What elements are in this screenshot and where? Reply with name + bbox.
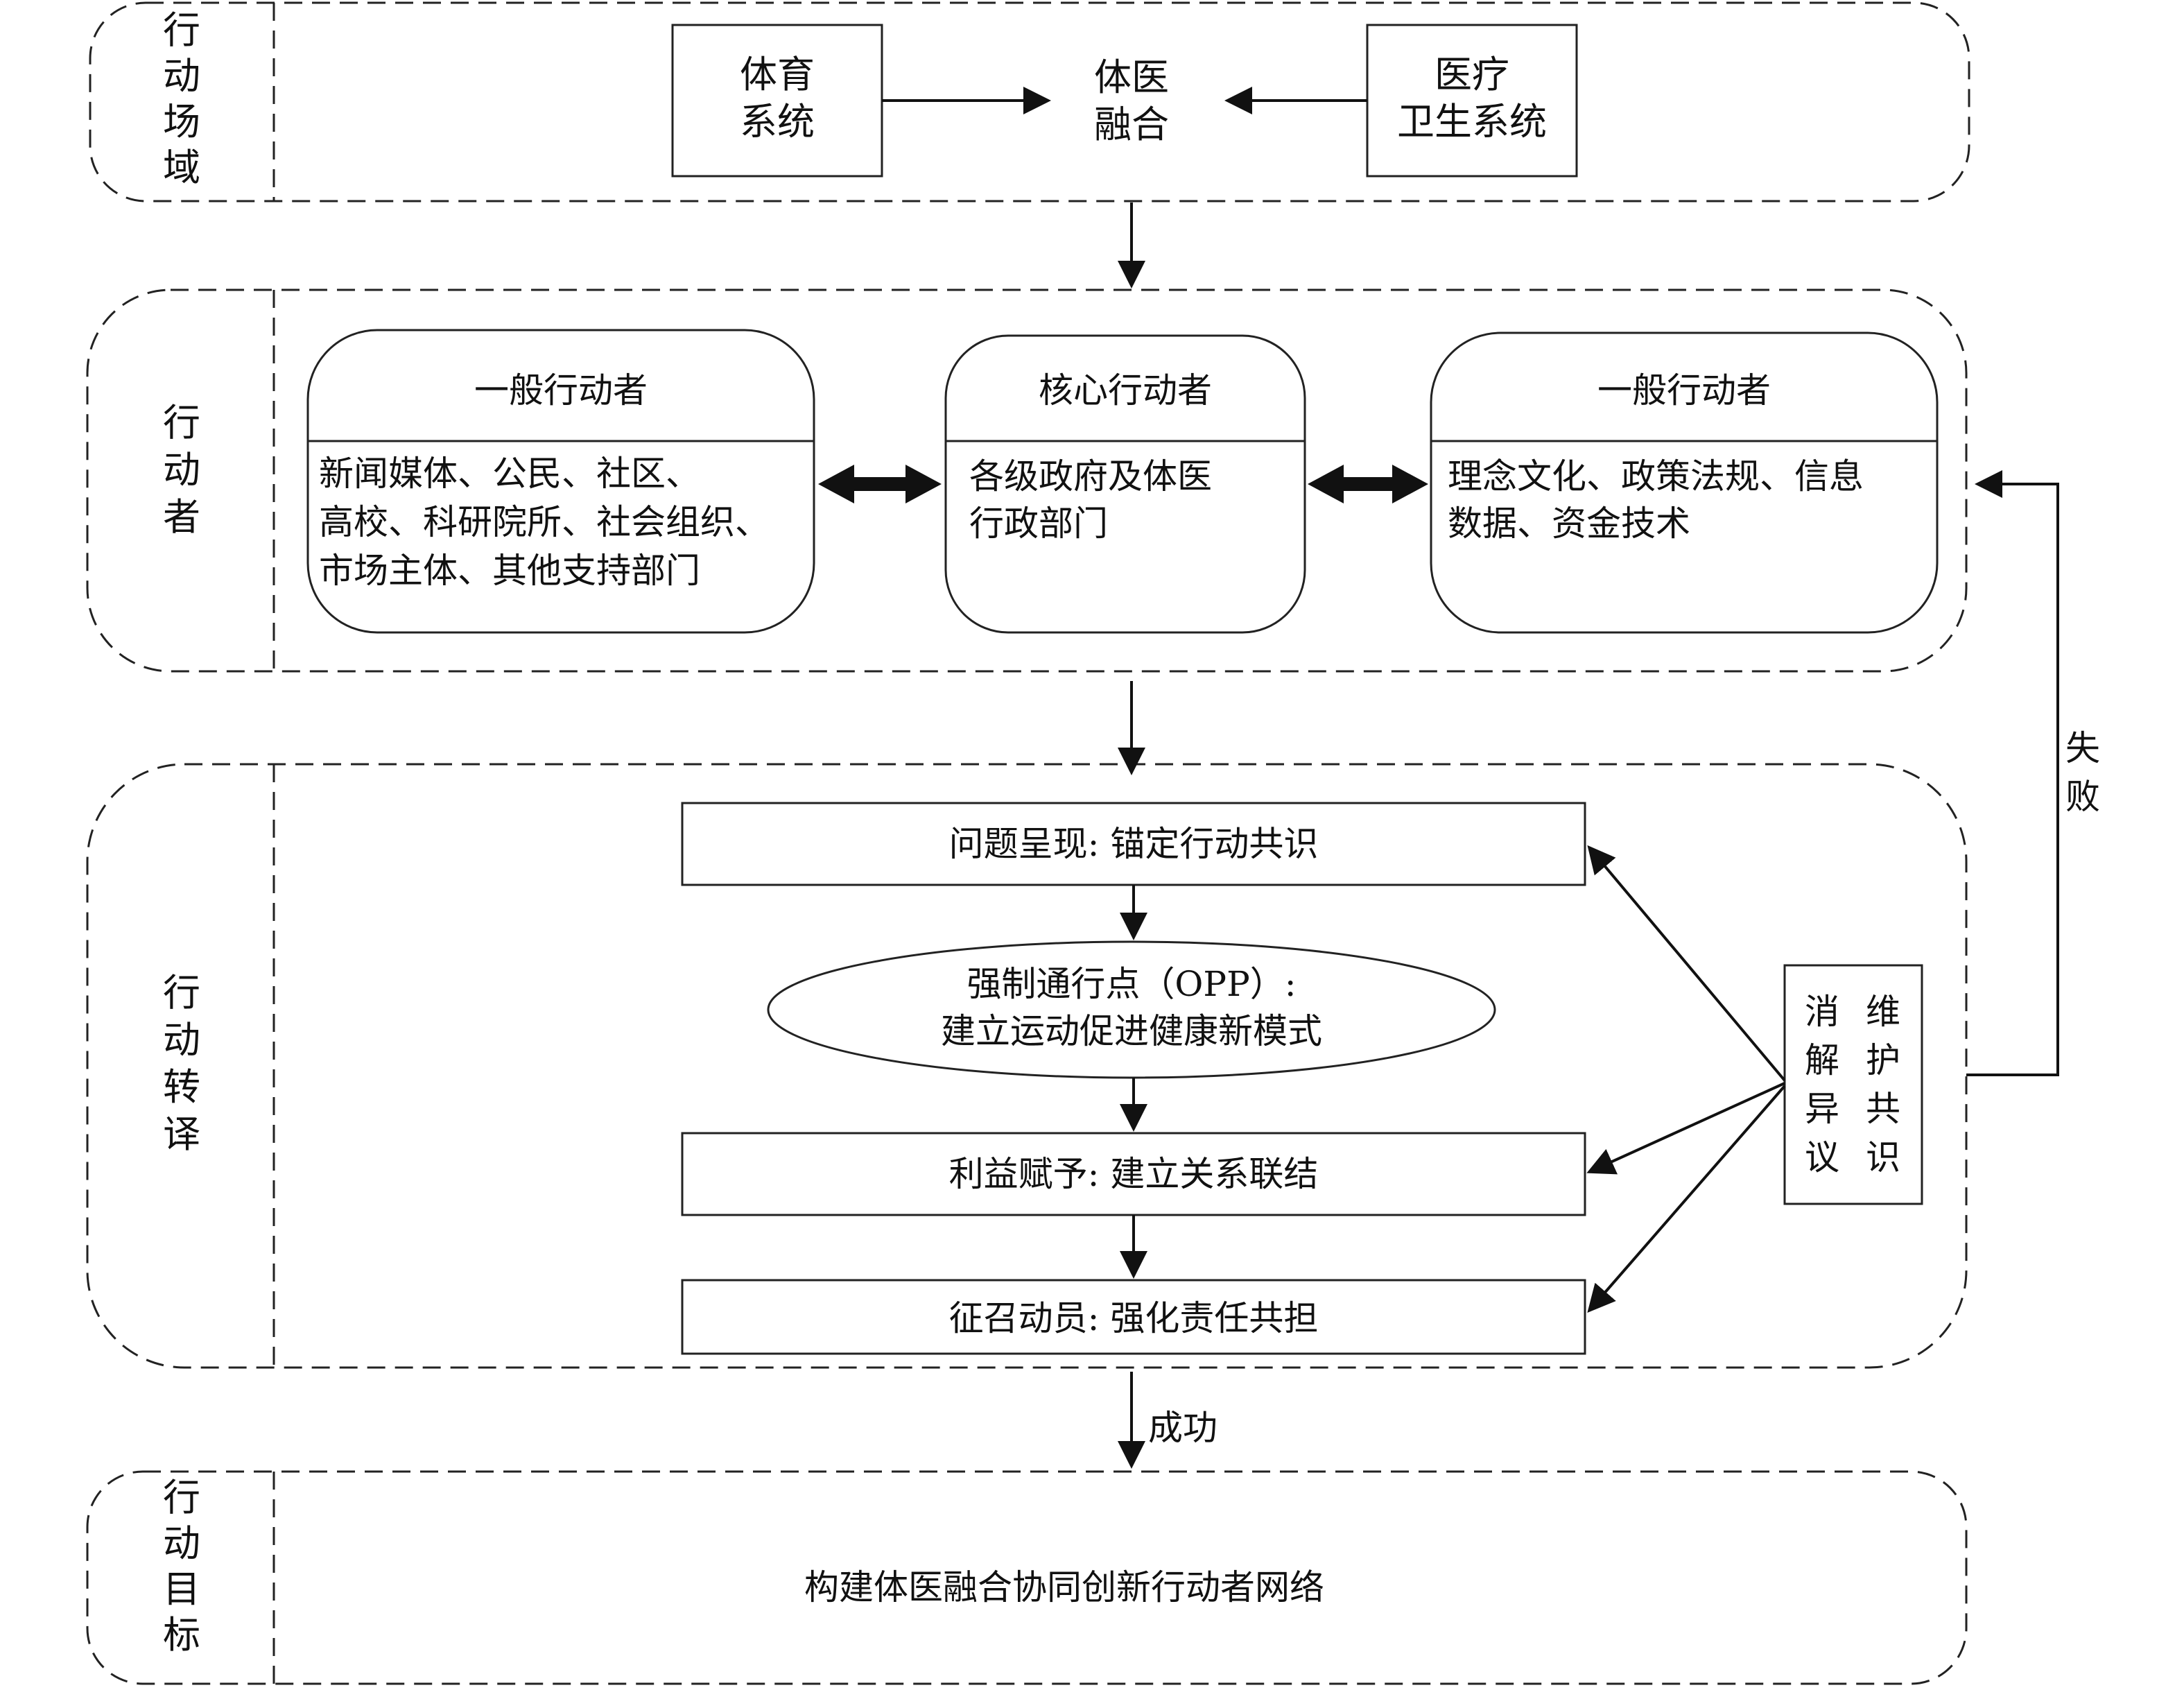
general-actors-left-line: 市场主体、其他支持部门 [319, 551, 700, 591]
general-actors-left-box [306, 329, 815, 634]
core-actors-line: 行政部门 [969, 503, 1108, 544]
opp-label: 建立运动促进健康新模式 [941, 1011, 1322, 1051]
goal-text: 构建体医融合协同创新行动者网络 [804, 1567, 1324, 1607]
zone-field-label-char: 动 [163, 54, 200, 98]
general-actors-left-line: 高校、科研院所、社会组织、 [319, 502, 770, 542]
problem-label: 问题呈现: 锚定行动共识 [949, 824, 1319, 864]
consensus-char: 异 [1805, 1089, 1839, 1129]
zone-goal-frame [86, 1470, 1968, 1685]
health-system-label: 医疗 [1435, 53, 1509, 96]
fusion-label: 融合 [1094, 103, 1169, 146]
core-right-double-arrow [1308, 465, 1428, 503]
zone-goal-label-char: 目 [163, 1567, 200, 1611]
zone-actors-label-char: 者 [163, 495, 200, 539]
interest-box [681, 1132, 1586, 1216]
consensus-char: 护 [1866, 1040, 1900, 1080]
zone-field-label-char: 场 [163, 100, 200, 144]
sports-system-label: 体育 [740, 53, 815, 96]
consensus-char: 维 [1866, 992, 1900, 1032]
fusion-label: 体医 [1094, 55, 1169, 99]
left-core-double-arrow [818, 465, 942, 503]
consensus-char: 消 [1805, 992, 1839, 1032]
consensus-char: 识 [1866, 1137, 1900, 1178]
failure-feedback-arrow [1966, 470, 2059, 1076]
opp-ellipse [767, 940, 1496, 1079]
failure-label: 败 [2065, 777, 2100, 817]
general-actors-left-title: 一般行动者 [474, 370, 648, 411]
general-actors-right-line: 数据、资金技术 [1448, 503, 1690, 544]
general-actors-left-line: 新闻媒体、公民、社区、 [319, 454, 700, 494]
failure-label: 失 [2065, 728, 2100, 768]
success-label: 成功 [1148, 1408, 1217, 1448]
problem-box [681, 802, 1586, 886]
consensus-to-mobilize-arrow [1587, 1085, 1786, 1313]
zone-goal-label-char: 标 [163, 1613, 200, 1657]
zone-translation-label-char: 动 [163, 1018, 200, 1062]
general-actors-right-line: 理念文化、政策法规、信息 [1448, 456, 1864, 497]
zone-field-frame [89, 1, 1970, 202]
consensus-to-interest-arrow [1586, 1082, 1785, 1175]
opp-label: 强制通行点（OPP）: [967, 964, 1296, 1004]
consensus-to-problem-arrow [1587, 845, 1786, 1082]
core-actors-title: 核心行动者 [1039, 370, 1212, 411]
zone-translation-label-char: 译 [163, 1112, 200, 1156]
zone-translation-label-char: 行 [163, 971, 200, 1015]
general-actors-right-title: 一般行动者 [1597, 370, 1771, 411]
sports-system-label: 系统 [740, 100, 815, 144]
zone-actors-frame [86, 288, 1968, 673]
consensus-char: 共 [1866, 1089, 1900, 1129]
mobilize-label: 征召动员: 强化责任共担 [949, 1298, 1319, 1338]
zone-actors-label-char: 行 [163, 401, 200, 445]
mobilize-box [681, 1279, 1586, 1355]
general-actors-right-box [1430, 331, 1939, 634]
consensus-char: 议 [1805, 1137, 1839, 1178]
sports-system-box [671, 24, 883, 178]
zone-actors-label-char: 动 [163, 448, 200, 492]
zone-goal-label-char: 动 [163, 1521, 200, 1565]
consensus-char: 解 [1805, 1040, 1839, 1080]
health-system-label: 卫生系统 [1397, 100, 1547, 144]
zone-goal-label-char: 行 [163, 1476, 200, 1519]
zone-translation-label-char: 转 [163, 1065, 200, 1109]
consensus-box [1783, 964, 1923, 1205]
core-actors-box [944, 334, 1306, 634]
zone-field-label-char: 行 [163, 8, 200, 52]
interest-label: 利益赋予: 建立关系联结 [949, 1154, 1319, 1194]
zone-translation-frame [86, 763, 1968, 1369]
core-actors-line: 各级政府及体医 [969, 456, 1212, 497]
zone-field-label-char: 域 [163, 146, 200, 189]
